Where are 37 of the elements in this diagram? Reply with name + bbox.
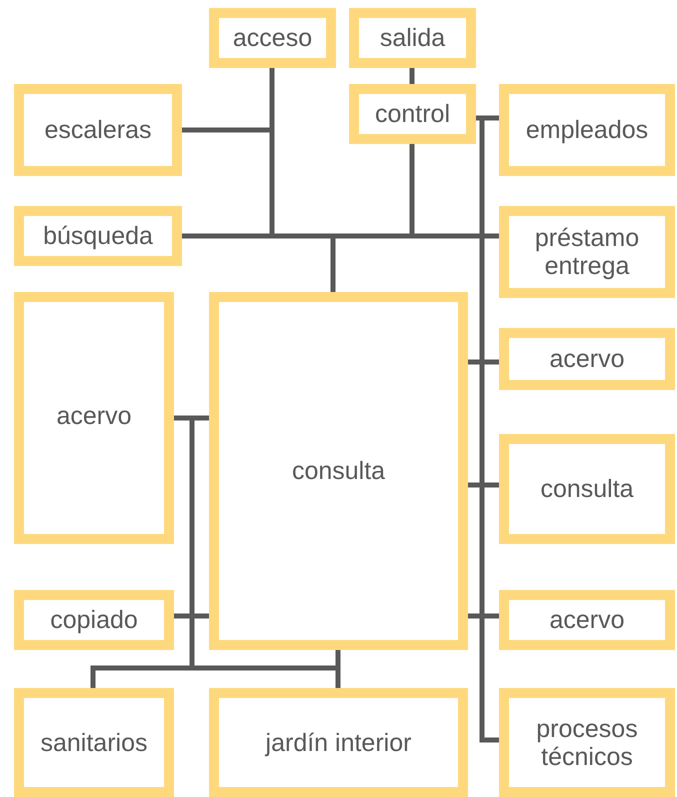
room-box — [14, 590, 174, 650]
connector-line — [174, 614, 209, 618]
room-box — [349, 8, 476, 68]
room-box — [209, 292, 468, 650]
connector-line — [468, 614, 499, 618]
room-label: control — [374, 100, 450, 128]
room-label: búsqueda — [43, 222, 153, 250]
room-label: acervo — [56, 402, 132, 430]
room-box — [14, 206, 182, 266]
room-box — [499, 206, 675, 298]
room-box — [499, 434, 675, 544]
room-box — [14, 292, 174, 544]
room-label: salida — [380, 24, 446, 52]
room-label: préstamo entrega — [534, 224, 640, 280]
room-box — [14, 688, 174, 797]
connector-line — [468, 360, 499, 364]
room-label: sanitarios — [40, 728, 148, 756]
room-label: empleados — [526, 116, 648, 144]
connector-line — [468, 482, 499, 488]
room-box — [209, 8, 336, 68]
room-box — [14, 84, 182, 176]
room-label: consulta — [540, 475, 634, 503]
room-box — [499, 328, 675, 390]
room-label: acervo — [549, 345, 625, 373]
room-box — [349, 84, 476, 144]
connector-line — [410, 68, 414, 84]
room-label: acceso — [232, 24, 312, 52]
room-label: escaleras — [44, 116, 152, 144]
room-box — [499, 590, 675, 650]
room-box — [499, 84, 675, 176]
room-label: copiado — [50, 606, 138, 634]
room-box — [209, 688, 468, 797]
room-label: procesos técnicos — [535, 714, 639, 770]
room-label: consulta — [292, 457, 386, 485]
room-box — [499, 688, 675, 797]
room-label: acervo — [549, 606, 625, 634]
room-label: jardín interior — [266, 728, 412, 756]
